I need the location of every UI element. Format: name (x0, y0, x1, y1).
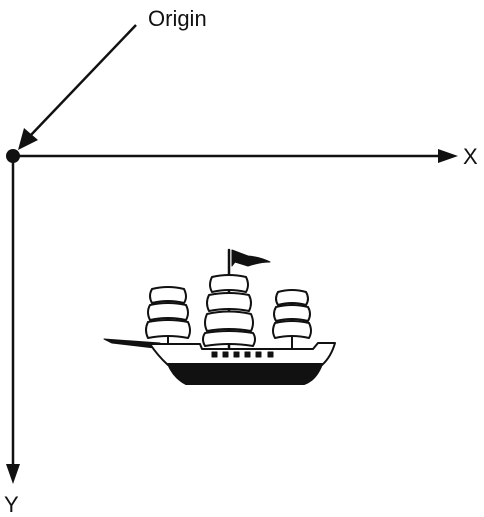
origin-label: Origin (148, 6, 207, 31)
x-axis-arrowhead (438, 149, 458, 163)
x-axis-label: X (463, 144, 478, 169)
x-axis (13, 149, 458, 163)
y-axis-label: Y (4, 492, 19, 517)
y-axis-arrowhead (6, 464, 20, 484)
sailing-ship-icon (103, 248, 336, 385)
origin-pointer-arrow (18, 24, 137, 150)
y-axis (6, 156, 20, 484)
